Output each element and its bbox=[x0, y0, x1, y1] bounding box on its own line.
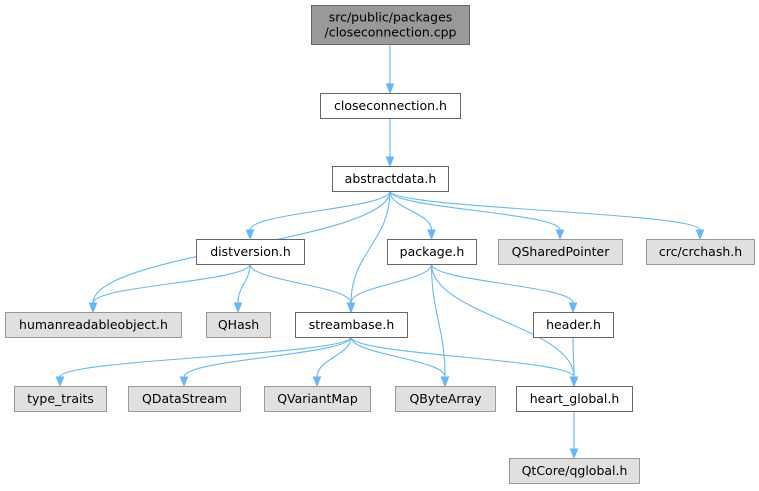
node-box bbox=[320, 93, 461, 119]
node-box bbox=[387, 239, 477, 265]
edge-header_h-to-heart_global_h bbox=[569, 336, 579, 388]
arrowhead-icon bbox=[569, 448, 579, 460]
edge-abstractdata_h-to-streambase_h bbox=[346, 190, 391, 314]
node-label: humanreadableobject.h bbox=[19, 317, 168, 332]
node-box bbox=[516, 386, 633, 412]
node-label: crc/crchash.h bbox=[659, 244, 742, 259]
edge-heart_global_h-to-qglobal_h bbox=[569, 411, 579, 460]
arrowhead-icon bbox=[312, 376, 322, 388]
node-box bbox=[395, 386, 496, 412]
node-box bbox=[264, 386, 371, 412]
node-qdatastream: QDataStream bbox=[128, 386, 241, 412]
arrowhead-icon bbox=[385, 156, 395, 168]
node-label: header.h bbox=[546, 317, 601, 332]
node-qbytearray: QByteArray bbox=[395, 386, 496, 412]
node-label: distversion.h bbox=[210, 244, 291, 259]
edge-streambase_h-to-type_traits bbox=[55, 336, 352, 388]
node-abstractdata-h[interactable]: abstractdata.h bbox=[332, 166, 449, 192]
arrowhead-icon bbox=[568, 302, 578, 314]
node-box bbox=[311, 5, 470, 45]
node-qglobal-h: QtCore/qglobal.h bbox=[509, 458, 640, 484]
node-qsharedpointer: QSharedPointer bbox=[498, 239, 623, 265]
edge-package_h-to-streambase_h bbox=[346, 263, 433, 314]
node-label: /closeconnection.cpp bbox=[325, 25, 457, 40]
arrowhead-icon bbox=[245, 229, 255, 241]
arrowhead-icon bbox=[55, 376, 65, 388]
edge-abstractdata_h-to-distversion_h bbox=[245, 190, 391, 241]
edge-abstractdata_h-to-package_h bbox=[389, 190, 436, 241]
node-label: heart_global.h bbox=[530, 391, 620, 406]
node-package-h[interactable]: package.h bbox=[387, 239, 477, 265]
node-type-traits: type_traits bbox=[14, 386, 107, 412]
edge-streambase_h-to-qbytearray bbox=[350, 336, 450, 388]
edge-abstractdata_h-to-crchash_h bbox=[389, 190, 705, 241]
node-label: type_traits bbox=[27, 391, 94, 406]
node-label: closeconnection.h bbox=[334, 98, 447, 113]
node-crchash-h: crc/crchash.h bbox=[646, 239, 755, 265]
nodes-layer: src/public/packages/closeconnection.cpp c… bbox=[5, 5, 755, 484]
node-qvariantmap: QVariantMap bbox=[264, 386, 371, 412]
node-box bbox=[14, 386, 107, 412]
arrowhead-icon bbox=[179, 376, 189, 388]
node-box bbox=[533, 312, 614, 338]
node-box bbox=[332, 166, 449, 192]
node-box bbox=[646, 239, 755, 265]
edge-distversion_h-to-qhash bbox=[233, 263, 251, 314]
node-box bbox=[295, 312, 408, 338]
node-box bbox=[128, 386, 241, 412]
node-heart-global-h[interactable]: heart_global.h bbox=[516, 386, 633, 412]
node-label: QtCore/qglobal.h bbox=[522, 463, 628, 478]
arrowhead-icon bbox=[88, 302, 98, 314]
edge-distversion_h-to-streambase_h bbox=[249, 263, 356, 314]
node-qhash: QHash bbox=[206, 312, 271, 338]
edge-streambase_h-to-qdatastream bbox=[179, 336, 352, 388]
node-label: streambase.h bbox=[309, 317, 395, 332]
arrowhead-icon bbox=[233, 302, 243, 314]
node-streambase-h[interactable]: streambase.h bbox=[295, 312, 408, 338]
edges-layer bbox=[55, 44, 705, 460]
node-root[interactable]: src/public/packages/closeconnection.cpp bbox=[311, 5, 470, 45]
node-box bbox=[196, 239, 305, 265]
edge-streambase_h-to-qvariantmap bbox=[312, 336, 352, 388]
node-box bbox=[5, 312, 182, 338]
node-label: QHash bbox=[218, 317, 259, 332]
node-label: QVariantMap bbox=[277, 391, 358, 406]
node-label: package.h bbox=[400, 244, 465, 259]
arrowhead-icon bbox=[555, 229, 565, 241]
node-humanreadableobject-h: humanreadableobject.h bbox=[5, 312, 182, 338]
edge-distversion_h-to-humanreadableobject_h bbox=[88, 263, 251, 314]
arrowhead-icon bbox=[695, 229, 705, 241]
node-box bbox=[206, 312, 271, 338]
arrowhead-icon bbox=[569, 376, 579, 388]
node-box bbox=[498, 239, 623, 265]
node-box bbox=[509, 458, 640, 484]
arrowhead-icon bbox=[385, 83, 395, 95]
edge-package_h-to-header_h bbox=[430, 263, 578, 314]
node-label: QSharedPointer bbox=[512, 244, 611, 259]
edge-closeconnection_h-to-abstractdata_h bbox=[385, 118, 395, 168]
edge-streambase_h-to-heart_global_h bbox=[350, 336, 579, 388]
node-label: abstractdata.h bbox=[345, 171, 437, 186]
node-label: src/public/packages bbox=[329, 10, 453, 25]
node-distversion-h[interactable]: distversion.h bbox=[196, 239, 305, 265]
edge-abstractdata_h-to-qsharedpointer bbox=[389, 190, 565, 241]
node-label: QDataStream bbox=[142, 391, 227, 406]
arrowhead-icon bbox=[427, 229, 436, 241]
node-label: QByteArray bbox=[409, 391, 482, 406]
node-closeconnection-h[interactable]: closeconnection.h bbox=[320, 93, 461, 119]
node-header-h[interactable]: header.h bbox=[533, 312, 614, 338]
arrowhead-icon bbox=[440, 376, 450, 388]
arrowhead-icon bbox=[346, 302, 356, 314]
edge-root-to-closeconnection_h bbox=[385, 44, 395, 95]
